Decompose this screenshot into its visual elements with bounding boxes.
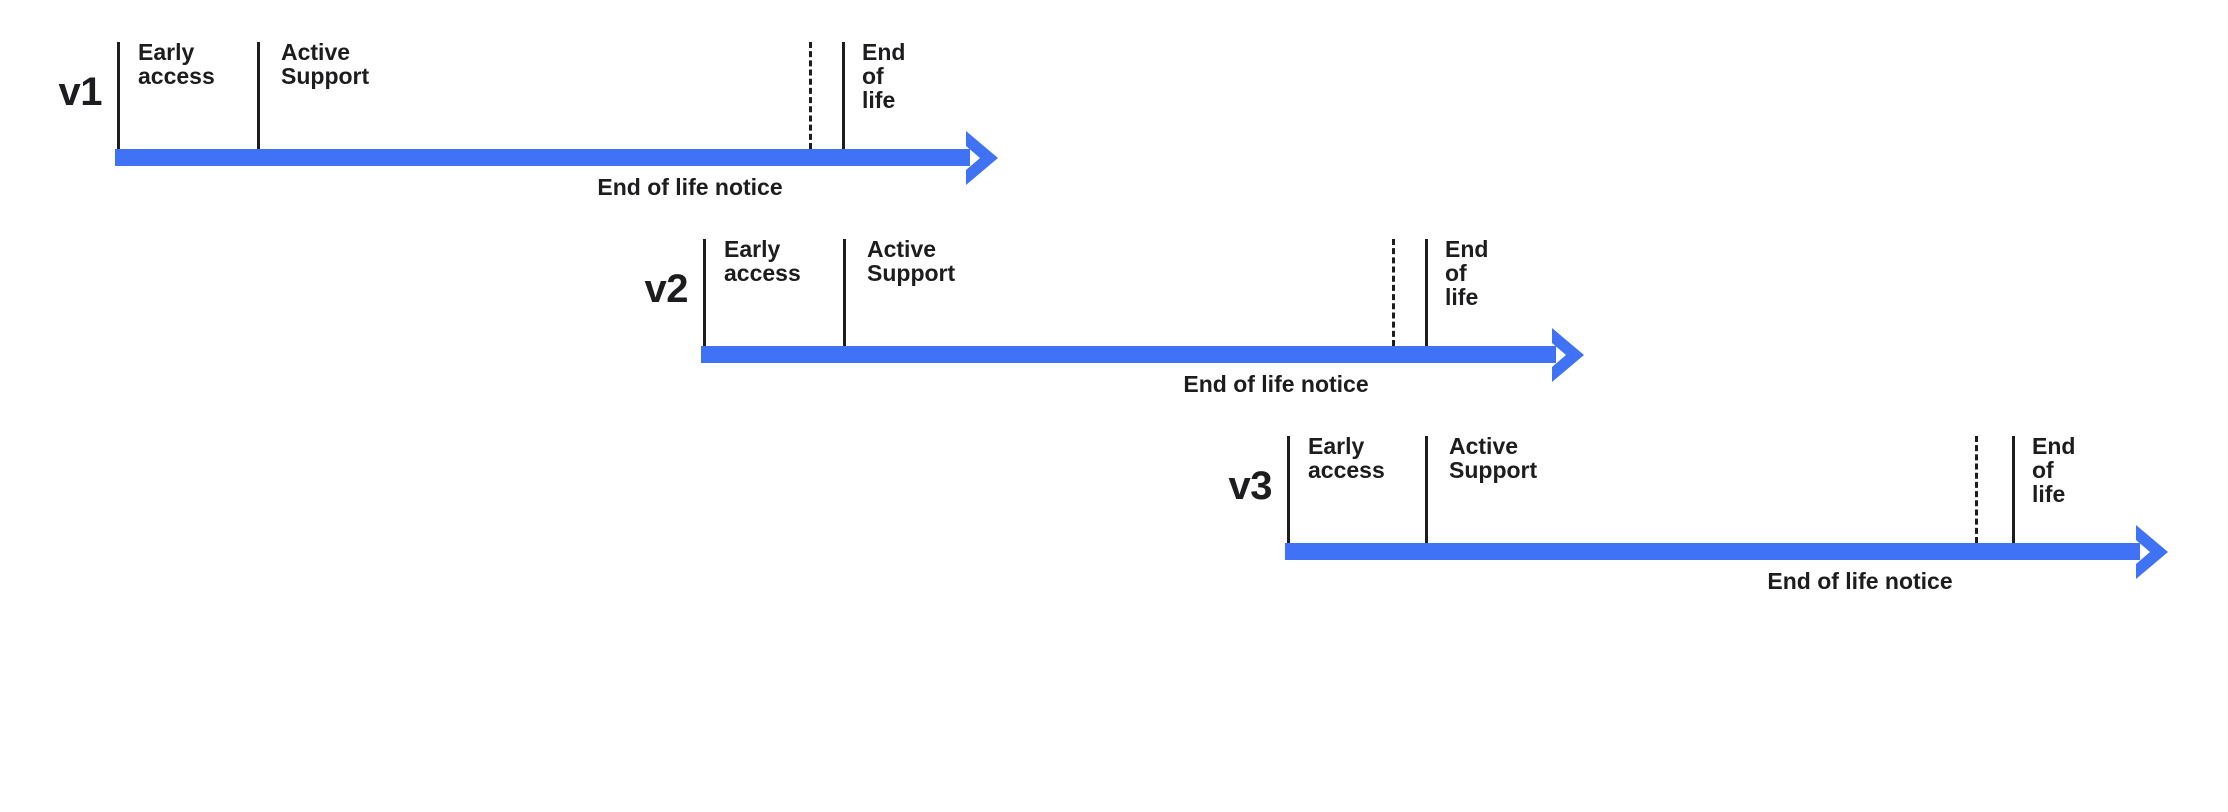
phase-divider — [1287, 436, 1290, 543]
phase-label: Active Support — [1449, 433, 1538, 484]
phase-divider-dashed — [1975, 436, 1978, 543]
phase-divider — [257, 42, 260, 149]
phase-label: End of life — [2032, 433, 2076, 508]
version-label-v1: v1 — [58, 70, 103, 114]
end-of-life-notice-label: End of life notice — [1767, 568, 1953, 594]
phase-label: Early access — [724, 236, 801, 287]
end-of-life-notice-label: End of life notice — [597, 174, 783, 200]
phase-divider — [1425, 239, 1428, 346]
phase-label: Active Support — [867, 236, 956, 287]
timeline-arrow-bar — [701, 346, 1556, 363]
phase-divider-dashed — [1392, 239, 1395, 346]
phase-label: End of life — [1445, 236, 1489, 311]
phase-divider — [843, 239, 846, 346]
phase-divider — [842, 42, 845, 149]
phase-label: Early access — [138, 39, 215, 90]
timeline-arrow-bar — [1285, 543, 2140, 560]
phase-divider — [2012, 436, 2015, 543]
phase-label: End of life — [862, 39, 906, 114]
phase-label: Active Support — [281, 39, 370, 90]
phase-divider-dashed — [809, 42, 812, 149]
version-label-v3: v3 — [1228, 464, 1273, 508]
phase-label: Early access — [1308, 433, 1385, 484]
phase-divider — [117, 42, 120, 149]
end-of-life-notice-label: End of life notice — [1183, 371, 1369, 397]
phase-divider — [703, 239, 706, 346]
timeline-arrow-bar — [115, 149, 970, 166]
version-label-v2: v2 — [644, 267, 689, 311]
phase-divider — [1425, 436, 1428, 543]
